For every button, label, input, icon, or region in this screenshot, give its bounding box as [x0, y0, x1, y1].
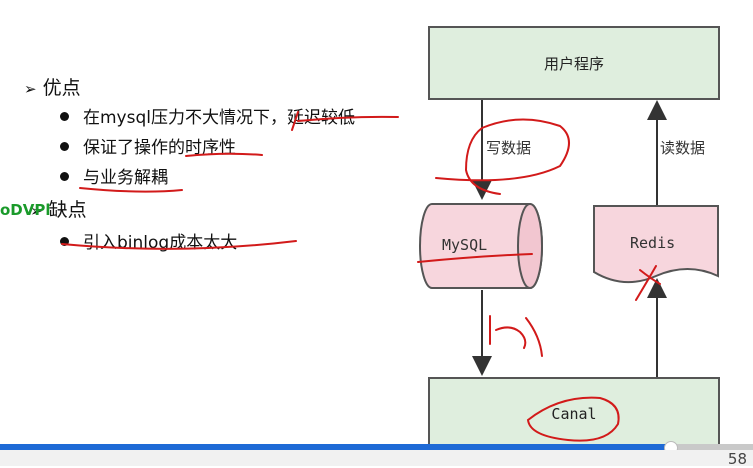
bullet-dot-icon	[60, 141, 69, 151]
pros-item-1: 在mysql压力不大情况下，延迟较低	[60, 103, 355, 128]
pros-heading: ➢优点	[24, 77, 81, 99]
bullet-dot-icon	[60, 111, 69, 121]
mysql-strike	[417, 253, 533, 263]
arrow-bullet-icon: ➢	[30, 202, 43, 220]
page-number: 58	[727, 450, 747, 468]
pros-item-2: 保证了操作的时序性	[60, 133, 236, 158]
canal-box: Canal	[428, 377, 720, 451]
cons-heading: ➢缺点	[30, 199, 87, 221]
redis-arrow-mark	[635, 265, 661, 301]
binlog-scribble	[489, 315, 543, 357]
read-data-label: 读数据	[660, 139, 706, 157]
write-data-label: 写数据	[486, 139, 532, 157]
video-progress-fill	[0, 444, 671, 450]
bullet-dot-icon	[60, 236, 69, 246]
player-bottom-strip	[0, 450, 753, 466]
pros-item-3: 与业务解耦	[60, 163, 168, 188]
canal-label: Canal	[551, 405, 597, 423]
redis-label: Redis	[630, 234, 676, 252]
overlay-watermark-text: oDVPl	[0, 201, 51, 219]
user-program-box: 用户程序	[428, 26, 720, 100]
arrow-bullet-icon: ➢	[24, 80, 37, 98]
underline-decouple	[79, 187, 183, 193]
bullet-dot-icon	[60, 171, 69, 181]
mysql-label: MySQL	[442, 236, 488, 254]
cons-item-1: 引入binlog成本太大	[60, 228, 237, 253]
slide: ➢优点 在mysql压力不大情况下，延迟较低 保证了操作的时序性 与业务解耦 ➢…	[0, 26, 720, 451]
